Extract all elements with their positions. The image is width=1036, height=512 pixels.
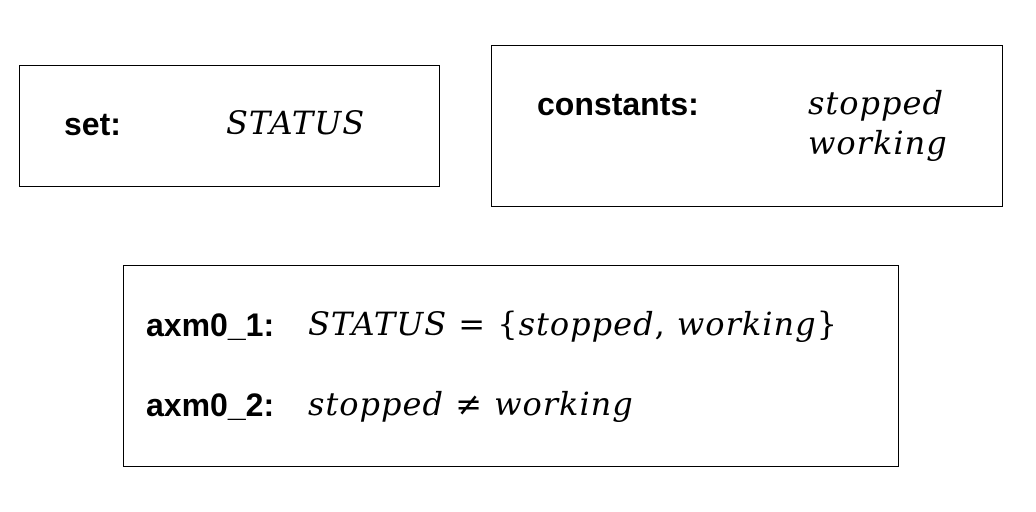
not-equal-symbol: ≠ (455, 385, 483, 423)
set-name-status: STATUS (226, 104, 366, 142)
axiom-1-lhs: STATUS (308, 305, 448, 343)
set-box: set: STATUS (19, 65, 440, 187)
axiom-2-lhs: stopped (308, 385, 444, 423)
constant-working: working (808, 124, 948, 162)
axiom-1-element-stopped: stopped (518, 305, 655, 343)
axiom-2-rhs: working (494, 385, 634, 423)
axiom-1-element-working: working (676, 305, 817, 343)
axiom-1-expression: STATUS = {stopped, working} (308, 308, 838, 340)
constant-stopped: stopped (808, 84, 944, 122)
axiom-label-axm0-1: axm0_1: (146, 307, 275, 343)
close-brace: } (816, 305, 838, 343)
axiom-2-expression: stopped ≠ working (308, 388, 634, 420)
set-keyword: set: (64, 106, 121, 142)
comma: , (654, 305, 666, 343)
constants-box: constants: stopped working (491, 45, 1003, 207)
axiom-label-axm0-2: axm0_2: (146, 387, 275, 423)
equals-symbol: = (458, 305, 487, 343)
constants-keyword: constants: (537, 86, 699, 122)
axioms-box: axm0_1: STATUS = {stopped, working} axm0… (123, 265, 899, 467)
open-brace: { (497, 305, 519, 343)
